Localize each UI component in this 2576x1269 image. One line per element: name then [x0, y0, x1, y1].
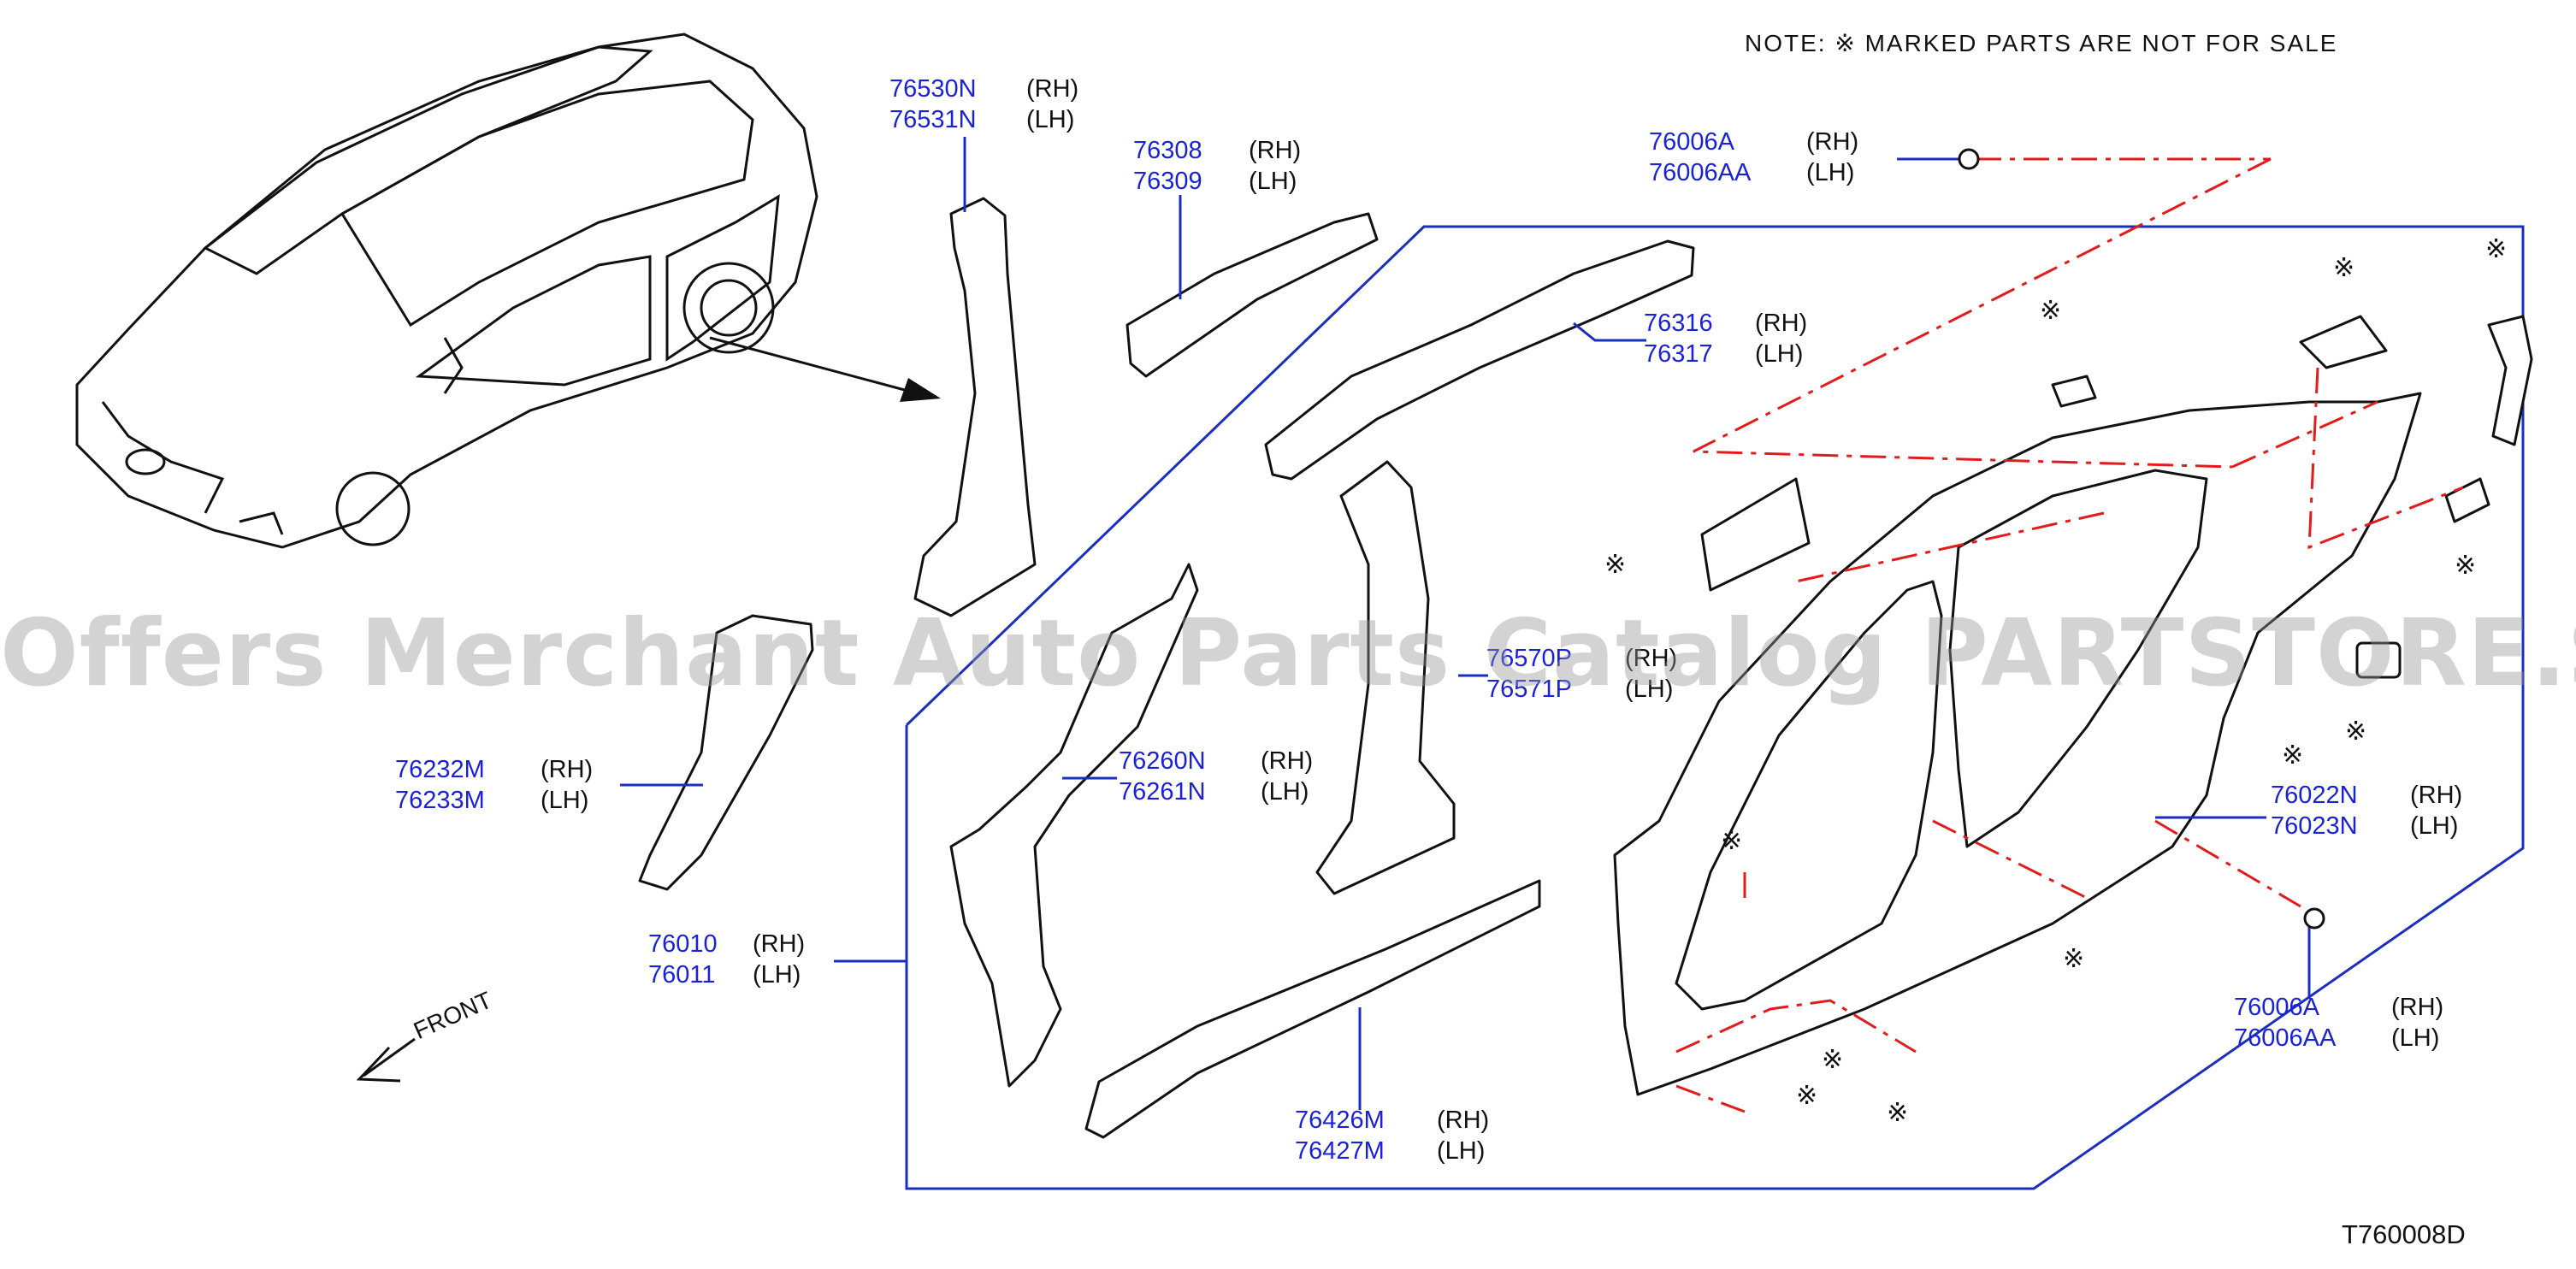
part-side-label: (LH) [753, 961, 801, 989]
part-side-label: (LH) [1437, 1137, 1486, 1165]
part-number-link[interactable]: 76309 [1133, 168, 1202, 195]
part-number-link[interactable]: 76010 [648, 930, 718, 958]
part-number-link[interactable]: 76006AA [2234, 1024, 2337, 1052]
part-side-label: (RH) [753, 930, 806, 958]
part-number-link[interactable]: 76006A [2234, 994, 2319, 1021]
part-side-label: (RH) [1755, 310, 1808, 337]
diagram-code: T760008D [2342, 1219, 2466, 1249]
not-for-sale-mark: ※ [2282, 741, 2304, 770]
not-for-sale-mark: ※ [2455, 551, 2477, 581]
part-side-label: (RH) [2391, 994, 2444, 1021]
assembly-boundary [905, 225, 2525, 1190]
not-for-sale-mark: ※ [1604, 550, 1627, 580]
part-side-label: (LH) [1625, 676, 1674, 703]
part-number-link[interactable]: 76022N [2271, 782, 2358, 809]
part-side-label: (LH) [1806, 159, 1855, 186]
part-number-link[interactable]: 76570P [1486, 645, 1572, 672]
part-number-link[interactable]: 76023N [2271, 812, 2358, 840]
bolts [1958, 148, 2325, 930]
part-side-label: (RH) [1249, 137, 1302, 164]
part-side-label: (RH) [2410, 782, 2463, 809]
part-side-label: (RH) [1806, 128, 1859, 156]
bolt-bottom-icon [2303, 907, 2325, 930]
part-76530n-drawing [913, 197, 1037, 617]
part-side-label: (LH) [2391, 1024, 2440, 1052]
label-plate-small [2051, 375, 2097, 408]
not-for-sale-mark: ※ [2485, 234, 2508, 264]
note-text: NOTE: ※ MARKED PARTS ARE NOT FOR SALE [1745, 30, 2338, 56]
bolt-top-icon [1958, 148, 1980, 170]
not-for-sale-mark: ※ [2063, 944, 2085, 974]
part-number-link[interactable]: 76571P [1486, 676, 1572, 703]
label-plate-left [1700, 477, 1811, 592]
front-arrow-icon [356, 1037, 416, 1083]
bracket-far-right [2487, 315, 2533, 446]
part-number-link[interactable]: 76316 [1644, 310, 1713, 337]
part-76232m-drawing [638, 614, 814, 891]
clip-right [2355, 641, 2402, 679]
part-side-label: (LH) [1026, 106, 1075, 133]
part-76426m-drawing [1084, 879, 1541, 1139]
part-side-label: (RH) [1261, 747, 1314, 775]
part-number-link[interactable]: 76006AA [1649, 159, 1752, 186]
label-plate-right [2444, 477, 2490, 523]
door-opening-rear [1948, 469, 2208, 848]
part-number-link[interactable]: 76261N [1119, 778, 1206, 806]
alignment-lines [1675, 157, 2464, 1113]
part-number-link[interactable]: 76317 [1644, 340, 1713, 368]
part-number-link[interactable]: 76260N [1119, 747, 1206, 775]
leader-lines [620, 137, 2311, 1110]
car-overview [75, 32, 818, 549]
part-76570p-drawing [1315, 460, 1456, 895]
part-76022n-drawing [1613, 392, 2422, 1096]
part-side-label: (LH) [1755, 340, 1804, 368]
not-for-sale-mark: ※ [2040, 296, 2062, 326]
part-drawings [638, 197, 2533, 1139]
part-number-link[interactable]: 76233M [395, 787, 485, 814]
part-76260n-drawing [949, 563, 1199, 1088]
part-number-link[interactable]: 76232M [395, 756, 485, 783]
part-number-link[interactable]: 76427M [1295, 1137, 1385, 1165]
part-side-label: (RH) [541, 756, 594, 783]
part-number-link[interactable]: 76531N [889, 106, 977, 133]
not-for-sale-mark: ※ [2333, 253, 2355, 283]
part-number-link[interactable]: 76011 [648, 961, 716, 989]
part-number-link[interactable]: 76426M [1295, 1107, 1385, 1134]
part-number-link[interactable]: 76530N [889, 75, 977, 103]
door-opening-front [1675, 580, 1943, 1011]
not-for-sale-mark: ※ [2345, 717, 2367, 747]
not-for-sale-mark: ※ [1822, 1045, 1844, 1075]
not-for-sale-mark: ※ [1721, 826, 1743, 856]
part-76316-drawing [1264, 239, 1695, 481]
part-number-link[interactable]: 76308 [1133, 137, 1202, 164]
part-side-label: (RH) [1625, 645, 1678, 672]
part-number-link[interactable]: 76006A [1649, 128, 1734, 156]
pointer-arrow [709, 336, 925, 397]
part-side-label: (LH) [541, 787, 589, 814]
bracket-top-right [2299, 315, 2388, 369]
not-for-sale-mark: ※ [1887, 1098, 1909, 1128]
part-side-label: (RH) [1026, 75, 1079, 103]
watermark: Offers Merchant Auto Parts Catalog PARTS… [0, 600, 2576, 707]
part-side-label: (LH) [1249, 168, 1297, 195]
not-for-sale-mark: ※ [1796, 1081, 1818, 1111]
pointer-arrowhead [900, 378, 941, 402]
part-side-label: (RH) [1437, 1107, 1490, 1134]
part-76308-drawing [1126, 212, 1379, 378]
part-side-label: (LH) [1261, 778, 1309, 806]
part-side-label: (LH) [2410, 812, 2459, 840]
